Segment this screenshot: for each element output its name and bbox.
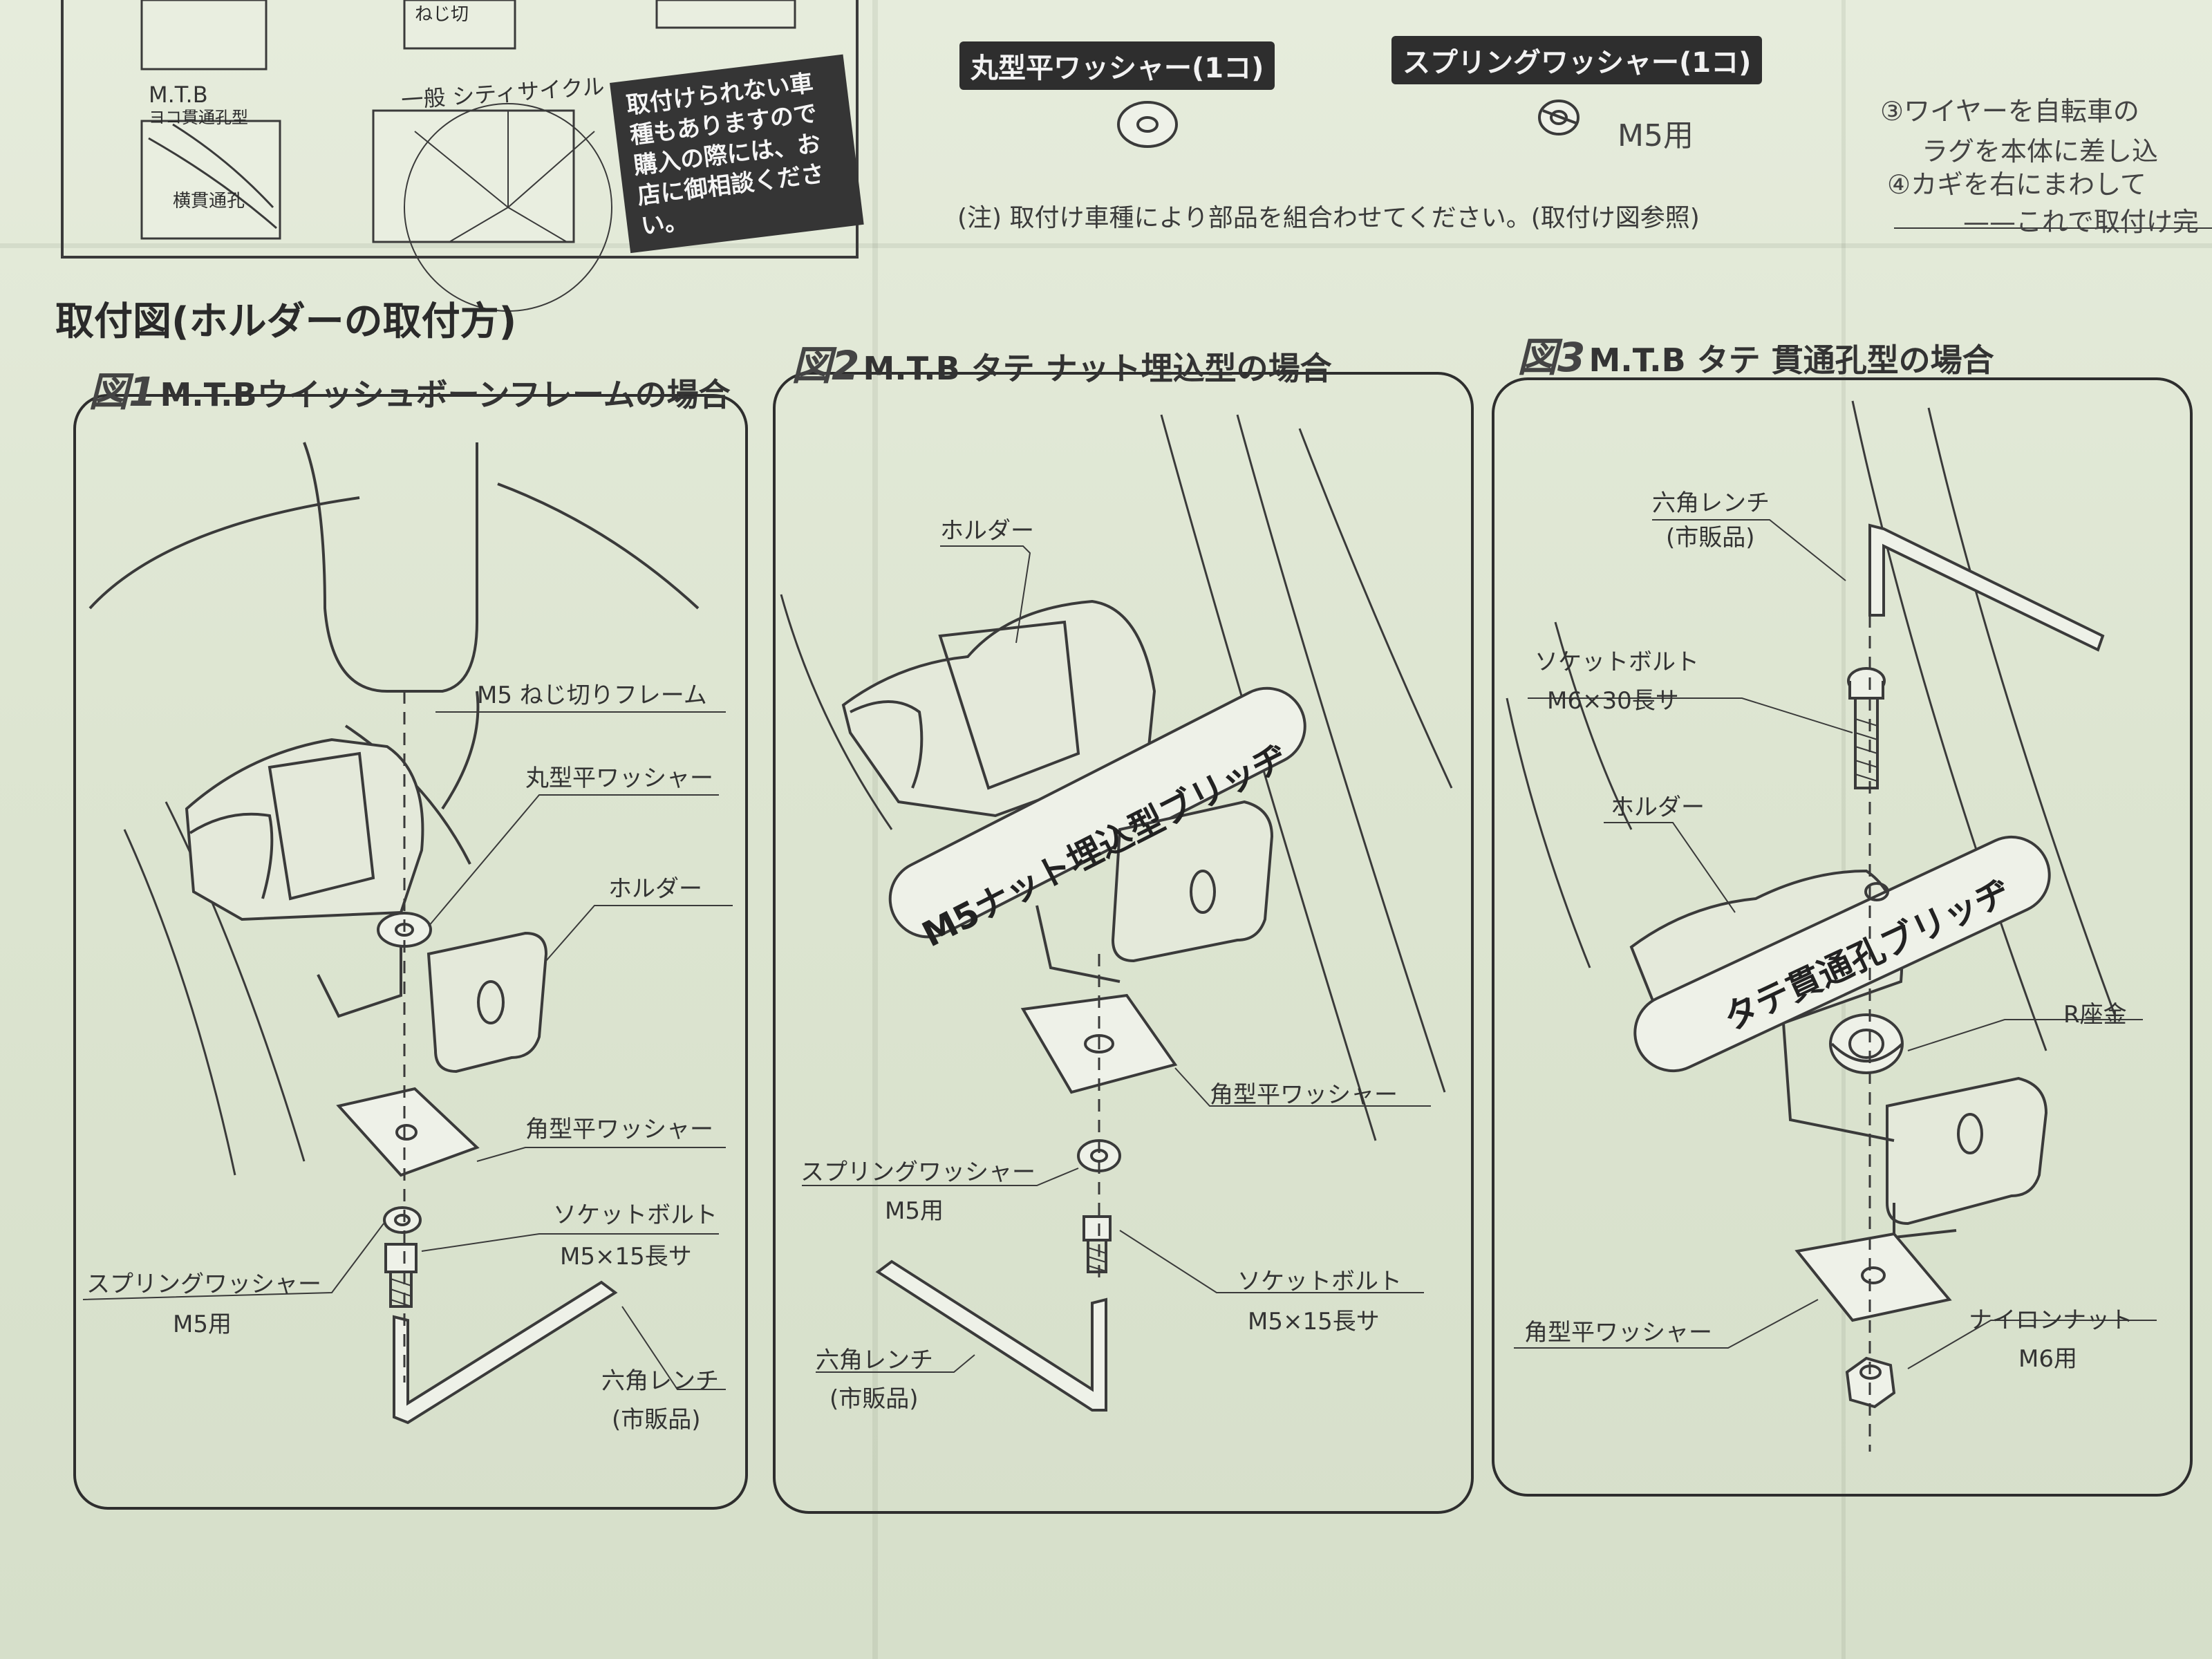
fold-crease-vertical-right bbox=[1841, 0, 1846, 1659]
step3-line1: ③ワイヤーを自転車の bbox=[1880, 96, 2139, 126]
fig3-number: 図3 bbox=[1517, 334, 1586, 381]
fold-crease-horizontal bbox=[0, 243, 2212, 248]
fig1-wrench-label: 六角レンチ bbox=[601, 1367, 719, 1395]
fig3-title: M.T.B タテ 貫通孔型の場合 bbox=[1588, 341, 1994, 379]
fig2-number: 図2 bbox=[791, 342, 860, 389]
fig3-holder-label: ホルダー bbox=[1611, 794, 1705, 821]
fig1-drawing bbox=[82, 442, 733, 1425]
fig2-bolt-size: M5×15長サ bbox=[1248, 1308, 1380, 1335]
fig3-nut-size: M6用 bbox=[2018, 1345, 2077, 1373]
fig3-heading: 図3 M.T.B タテ 貫通孔型の場合 bbox=[1517, 325, 1994, 383]
fig1-wrench-sub: (市販品) bbox=[612, 1406, 701, 1434]
hole-label: 横貫通孔 bbox=[173, 191, 245, 212]
fold-crease-vertical bbox=[872, 0, 878, 1659]
fig3-bolt-size: M6×30長サ bbox=[1547, 687, 1679, 715]
fig1-number: 図1 bbox=[88, 368, 157, 415]
fig1-square-washer-label: 角型平ワッシャー bbox=[525, 1116, 713, 1143]
fig2-title: M.T.B タテ ナット埋込型の場合 bbox=[863, 350, 1332, 387]
round-washer-badge: 丸型平ワッシャー(1コ) bbox=[959, 41, 1275, 90]
fig2-wrench-label: 六角レンチ bbox=[816, 1347, 933, 1374]
fig1-round-washer-label: 丸型平ワッシャー bbox=[525, 765, 713, 792]
fig2-drawing bbox=[780, 414, 1453, 1412]
step4-line2: ——これで取付け完 bbox=[1963, 207, 2199, 237]
fig1-frame bbox=[73, 394, 748, 1510]
fig2-heading: 図2 M.T.B タテ ナット埋込型の場合 bbox=[791, 333, 1332, 391]
fig1-bolt-size: M5×15長サ bbox=[560, 1243, 692, 1271]
fig1-title: M.T.Bウイッシュボーンフレームの場合 bbox=[160, 376, 731, 413]
fig3-nut-label: ナイロンナット bbox=[1969, 1306, 2133, 1334]
warning-box: 取付けられない車種もありますので購入の際には、お店に御相談ください。 bbox=[610, 54, 864, 254]
fig1-holder-label: ホルダー bbox=[608, 875, 702, 903]
fig2-wrench-sub: (市販品) bbox=[830, 1385, 919, 1413]
fig3-r-washer-label: R座金 bbox=[2063, 1001, 2127, 1029]
fig1-spring-size: M5用 bbox=[173, 1311, 232, 1338]
spring-washer-badge: スプリングワッシャー(1コ) bbox=[1391, 36, 1763, 84]
fig2-square-washer-label: 角型平ワッシャー bbox=[1210, 1081, 1398, 1109]
mtb-sub-label: ヨコ貫通孔型 bbox=[149, 108, 248, 127]
fig3-frame bbox=[1492, 377, 2193, 1497]
fig2-holder-label: ホルダー bbox=[940, 517, 1034, 545]
fig1-frame-label: M5 ねじ切りフレーム bbox=[477, 682, 707, 709]
fig3-bolt-label: ソケットボルト bbox=[1535, 648, 1699, 676]
step3-line2: ラグを本体に差し込 bbox=[1922, 136, 2159, 167]
fig1-spring-washer-label: スプリングワッシャー bbox=[86, 1271, 321, 1298]
fig2-spring-size: M5用 bbox=[885, 1197, 944, 1225]
fig3-square-washer-label: 角型平ワッシャー bbox=[1524, 1319, 1712, 1347]
screw-label: ねじ切 bbox=[415, 4, 469, 25]
fig3-wrench-label: 六角レンチ bbox=[1652, 489, 1770, 517]
fig3-drawing bbox=[1506, 400, 2157, 1452]
fig2-frame bbox=[773, 372, 1474, 1514]
step4-line1: ④カギを右にまわして bbox=[1887, 169, 2146, 200]
bike-sketch-group bbox=[140, 0, 796, 312]
fig2-spring-washer-label: スプリングワッシャー bbox=[800, 1159, 1035, 1186]
fig2-bolt-label: ソケットボルト bbox=[1237, 1268, 1402, 1295]
section-title: 取付図(ホルダーの取付方) bbox=[55, 299, 517, 344]
fig3-wrench-sub: (市販品) bbox=[1666, 524, 1755, 552]
parts-note: (注) 取付け車種により部品を組合わせてください。(取付け図参照) bbox=[957, 204, 1700, 232]
mtb-label: M.T.B bbox=[149, 82, 208, 108]
spring-washer-size: M5用 bbox=[1618, 118, 1694, 153]
fig1-heading: 図1 M.T.Bウイッシュボーンフレームの場合 bbox=[88, 359, 731, 418]
fig1-bolt-label: ソケットボルト bbox=[553, 1201, 718, 1229]
